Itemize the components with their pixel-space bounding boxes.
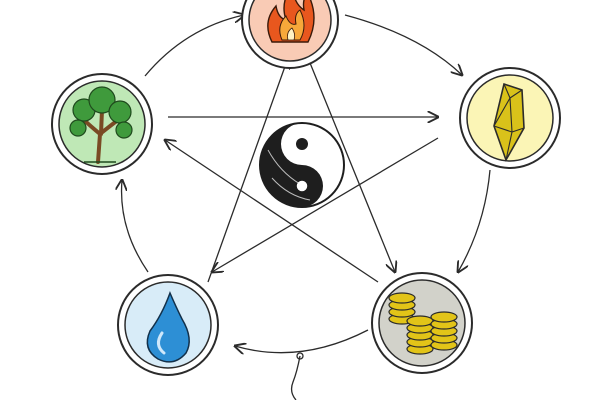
controlling-cycle xyxy=(165,57,439,283)
yin-yang-icon xyxy=(259,122,345,208)
decorative-dot xyxy=(296,352,304,360)
arrow-fire-to-earth xyxy=(344,14,462,75)
droplet-icon xyxy=(146,290,190,363)
tree-icon xyxy=(69,86,133,164)
arrow-earth-to-metal xyxy=(458,169,491,272)
node-fire xyxy=(241,0,339,69)
arrow-wood-to-fire xyxy=(144,15,244,77)
node-wood xyxy=(51,73,153,175)
decorative-squiggle xyxy=(290,355,301,400)
node-water xyxy=(117,274,219,376)
node-metal xyxy=(371,272,473,374)
generating-cycle xyxy=(122,14,491,400)
crystal-icon xyxy=(493,82,525,162)
arrow-metal-to-wood xyxy=(165,140,379,283)
arrow-metal-to-water xyxy=(235,329,369,353)
arrow-fire-to-metal xyxy=(307,57,395,272)
arrow-water-to-wood xyxy=(122,180,149,273)
arrow-earth-to-water xyxy=(212,137,439,272)
coins-icon xyxy=(388,292,458,355)
flame-icon xyxy=(267,0,315,43)
arrow-water-to-fire xyxy=(207,58,288,283)
element-nodes xyxy=(51,0,561,376)
node-earth xyxy=(459,67,561,169)
